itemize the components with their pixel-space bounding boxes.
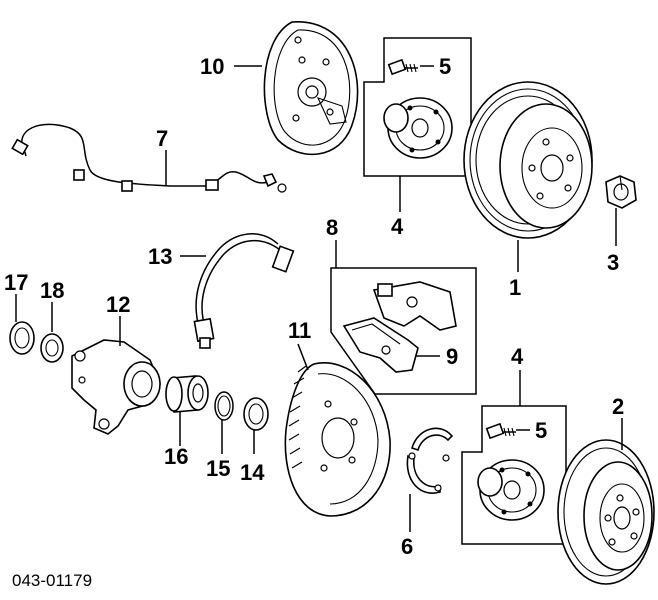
callout-11: 11 bbox=[288, 318, 311, 343]
callout-4-top: 4 bbox=[391, 214, 404, 239]
callout-18: 18 bbox=[40, 278, 64, 303]
part-11-dust-shield bbox=[284, 362, 391, 517]
callout-5-top: 5 bbox=[439, 54, 451, 79]
part-2-brake-disc bbox=[557, 439, 655, 585]
part-8-caliper-assembly bbox=[330, 267, 477, 395]
callout-14: 14 bbox=[240, 460, 265, 485]
callout-5-bottom: 5 bbox=[535, 418, 547, 443]
callout-4-bottom: 4 bbox=[511, 344, 524, 369]
part-4-hub-assembly-bottom bbox=[461, 405, 567, 545]
leader-lines bbox=[15, 65, 623, 532]
callout-13: 13 bbox=[148, 244, 172, 269]
part-9-caliper-bracket bbox=[342, 317, 419, 373]
callout-3: 3 bbox=[607, 250, 619, 275]
part-5-bolt-top bbox=[387, 58, 418, 76]
part-4-hub-assembly-top bbox=[363, 37, 472, 177]
part-18-seal bbox=[40, 333, 64, 363]
callout-9: 9 bbox=[446, 344, 458, 369]
diagram-code: 043-01179 bbox=[12, 571, 92, 590]
part-13-brake-hose bbox=[193, 233, 295, 349]
part-12-knuckle bbox=[71, 339, 161, 435]
callout-12: 12 bbox=[106, 292, 130, 317]
part-14-dust-seal bbox=[243, 397, 269, 431]
callout-8: 8 bbox=[326, 215, 338, 240]
callout-6: 6 bbox=[401, 534, 413, 559]
callout-1: 1 bbox=[509, 275, 521, 300]
part-10-backing-plate bbox=[263, 21, 359, 156]
callout-labels: 1 2 3 4 4 5 5 6 7 8 9 10 11 12 13 14 15 … bbox=[4, 54, 624, 559]
callout-15: 15 bbox=[206, 456, 230, 481]
part-1-brake-drum bbox=[463, 81, 593, 239]
callout-10: 10 bbox=[200, 54, 224, 79]
part-15-snap-ring bbox=[214, 391, 234, 421]
callout-7: 7 bbox=[156, 126, 168, 151]
callout-16: 16 bbox=[164, 444, 188, 469]
part-16-bearing bbox=[165, 375, 209, 413]
part-3-hub-nut bbox=[605, 175, 637, 209]
part-7-abs-sensor-harness bbox=[11, 123, 287, 193]
part-5-bolt-bottom bbox=[485, 422, 516, 440]
callout-17: 17 bbox=[4, 270, 28, 295]
part-17-oil-seal bbox=[9, 321, 35, 355]
callout-2: 2 bbox=[612, 394, 624, 419]
part-6-parking-brake-shoe bbox=[406, 427, 454, 494]
